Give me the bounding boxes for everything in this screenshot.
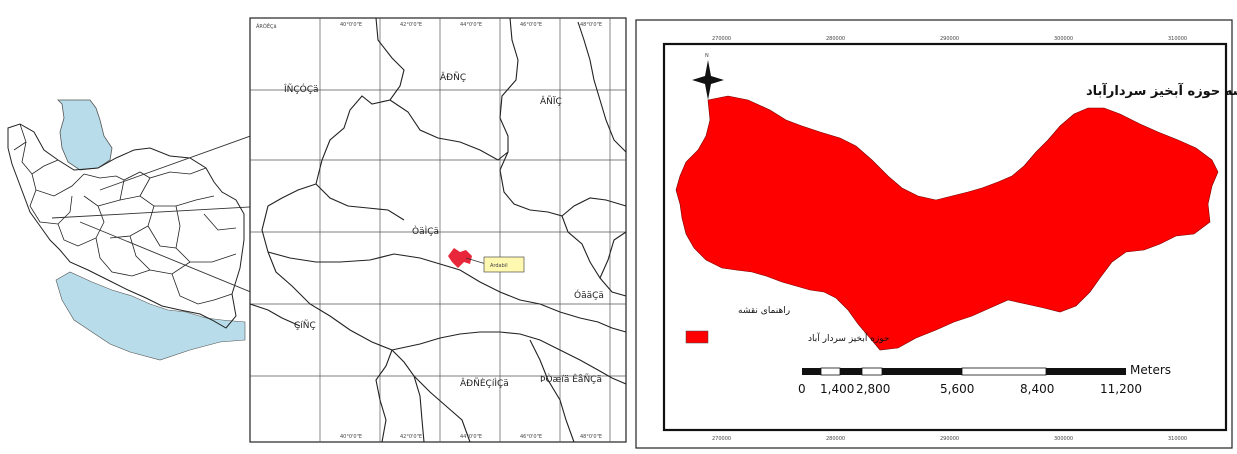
province-label: ÂÐÑÇ <box>440 71 466 83</box>
province-label: ÇíÑÇ <box>294 320 316 331</box>
legend-title: راهنمای نقشه <box>738 306 790 316</box>
scale-label: 11,200 <box>1100 382 1142 396</box>
svg-text:290000: 290000 <box>940 436 959 442</box>
svg-text:42°0'0"E: 42°0'0"E <box>400 22 422 28</box>
province-boundaries <box>249 17 627 443</box>
province-label: ÂÐÑÈÇíÌÇä <box>460 377 509 389</box>
iran-overview-map <box>7 99 246 361</box>
svg-text:280000: 280000 <box>826 436 845 442</box>
scale-bar-segment <box>820 367 841 376</box>
scale-label: 5,600 <box>940 382 974 396</box>
study-area-marker <box>448 248 472 268</box>
svg-text:48°0'0"E: 48°0'0"E <box>580 22 602 28</box>
locator-tick-labels: 40°0'0"E 42°0'0"E 44°0'0"E 46°0'0"E 48°0… <box>340 22 602 440</box>
province-label: ÂÑÏÇ <box>540 95 562 107</box>
persian-gulf <box>55 271 246 361</box>
province-label: ÒäÌÇä <box>412 225 439 237</box>
province-label: ÎÑÇÓÇä <box>283 83 319 95</box>
scale-bar-segment <box>840 368 862 375</box>
svg-text:44°0'0"E: 44°0'0"E <box>460 434 482 440</box>
svg-text:300000: 300000 <box>1054 436 1073 442</box>
province-label: ÃRÕÊÇä <box>256 22 277 30</box>
svg-text:40°0'0"E: 40°0'0"E <box>340 22 362 28</box>
map-legend: راهنمای نقشه حوزه آبخیز سردار آباد <box>685 306 889 344</box>
locator-frame <box>249 17 627 443</box>
svg-text:44°0'0"E: 44°0'0"E <box>460 22 482 28</box>
locator-place-labels: ÃRÕÊÇä ÂÐÑÇ ÂÑÏÇ ÎÑÇÓÇä ÇíÑÇ ÒäÌÇä ÞÒæíä… <box>256 22 604 389</box>
province-label: ÞÒæíä ÊåÑÇä <box>540 373 602 385</box>
province-locator-map: 40°0'0"E 42°0'0"E 44°0'0"E 46°0'0"E 48°0… <box>249 17 627 443</box>
svg-text:40°0'0"E: 40°0'0"E <box>340 434 362 440</box>
scale-bar-segment <box>1046 368 1126 375</box>
scale-unit: Meters <box>1130 363 1171 377</box>
svg-text:42°0'0"E: 42°0'0"E <box>400 434 422 440</box>
svg-text:310000: 310000 <box>1168 36 1187 42</box>
study-area-tag <box>483 256 525 273</box>
svg-text:48°0'0"E: 48°0'0"E <box>580 434 602 440</box>
province-borders <box>13 123 237 305</box>
scale-label: 8,400 <box>1020 382 1054 396</box>
scale-label: 0 <box>798 382 806 396</box>
iran-outline <box>7 123 245 329</box>
legend-item-label: حوزه آبخیز سردار آباد <box>808 332 889 344</box>
svg-text:300000: 300000 <box>1054 36 1073 42</box>
scale-bar-segment <box>961 367 1047 376</box>
study-area-tag-text: Ardabil <box>490 263 508 269</box>
province-label: ÓãäÇä <box>574 289 604 301</box>
locator-graticule <box>250 18 626 442</box>
north-arrow: N <box>692 53 724 100</box>
scale-label: 1,400 <box>820 382 854 396</box>
caspian-sea <box>57 99 113 171</box>
study-area-leader <box>465 257 487 265</box>
svg-text:46°0'0"E: 46°0'0"E <box>520 22 542 28</box>
map-title: نقشه حوزه آبخیز سردارآباد <box>1086 82 1237 99</box>
svg-text:290000: 290000 <box>940 36 959 42</box>
watershed-tick-labels: 270000 280000 290000 300000 310000 27000… <box>712 36 1187 442</box>
watershed-neatline <box>662 42 1228 432</box>
scale-label: 2,800 <box>856 382 890 396</box>
scale-bar-segment <box>802 368 821 375</box>
legend-swatch <box>685 330 709 344</box>
scale-bar-segment <box>861 367 883 376</box>
svg-text:310000: 310000 <box>1168 436 1187 442</box>
north-arrow-label: N <box>705 53 709 59</box>
svg-text:270000: 270000 <box>712 36 731 42</box>
svg-text:46°0'0"E: 46°0'0"E <box>520 434 542 440</box>
svg-text:280000: 280000 <box>826 36 845 42</box>
watershed-polygon <box>675 95 1219 351</box>
scale-bar-segment <box>882 368 962 375</box>
scale-bar: Meters 0 1,400 2,800 5,600 8,400 11,200 <box>798 363 1171 396</box>
watershed-map-panel: 270000 280000 290000 300000 310000 27000… <box>635 19 1237 449</box>
north-arrow-icon <box>692 60 724 100</box>
svg-text:270000: 270000 <box>712 436 731 442</box>
